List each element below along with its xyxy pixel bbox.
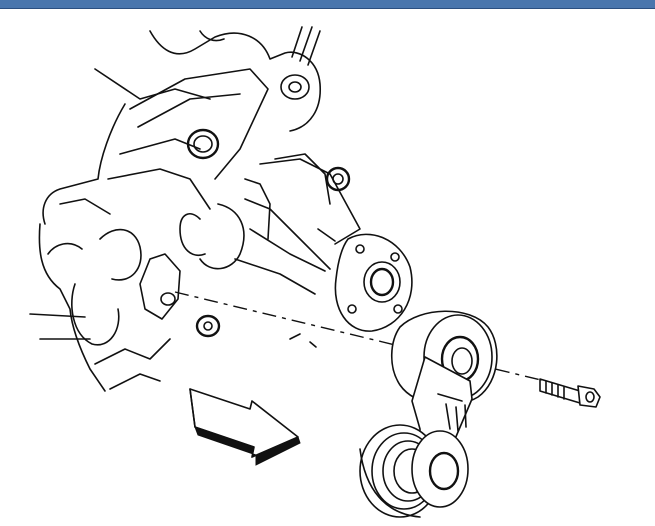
removal-direction-arrow — [189, 388, 301, 466]
engine-front-cover — [29, 26, 331, 392]
alignment-centerline — [174, 291, 546, 382]
water-pump — [234, 158, 413, 332]
window-title-bar — [0, 0, 655, 9]
alignment-centerline-cap — [289, 333, 317, 348]
belt-tensioner — [359, 310, 498, 518]
tensioner-removal-diagram — [29, 26, 601, 518]
tensioner-bolt — [539, 378, 601, 408]
